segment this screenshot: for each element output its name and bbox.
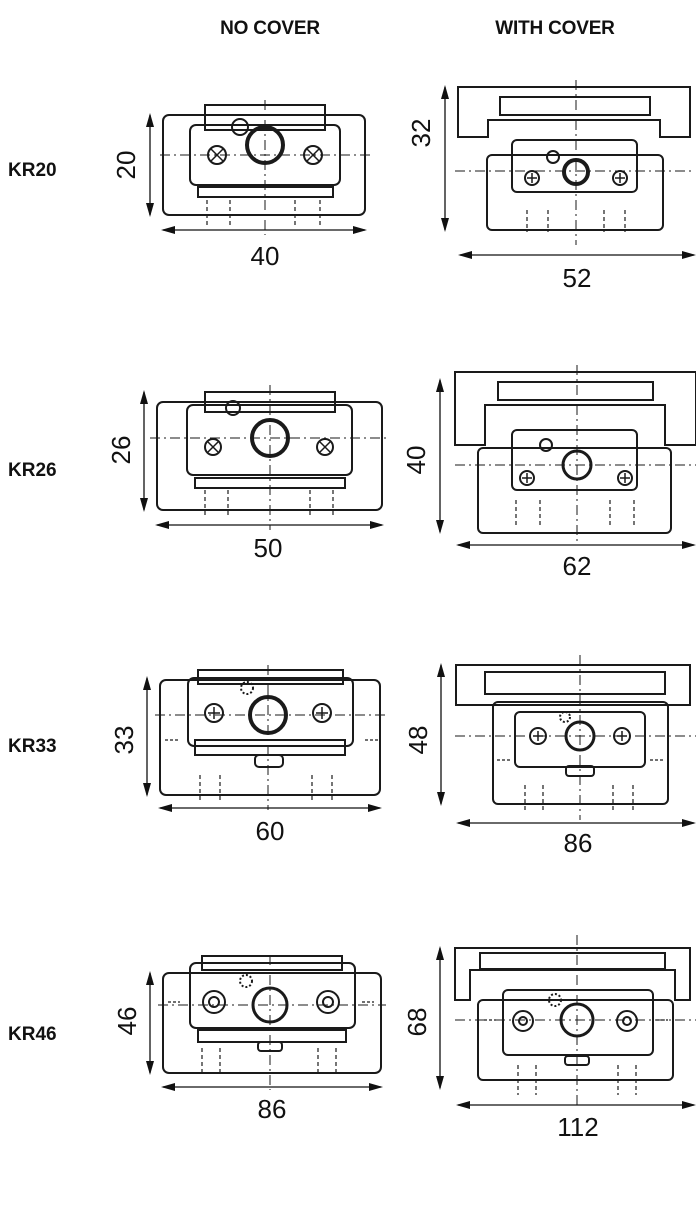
kr46-with-cover-width: 112 xyxy=(557,1112,598,1142)
kr26-with-cover-drawing xyxy=(454,365,696,545)
kr26-no-cover-width: 50 xyxy=(254,533,283,563)
header-with-cover: WITH COVER xyxy=(495,18,615,39)
kr33-no-cover-dimensions xyxy=(143,676,382,812)
kr46-no-cover-height: 46 xyxy=(112,1007,142,1036)
kr33-with-cover-height: 48 xyxy=(403,726,433,755)
kr33-no-cover-width: 60 xyxy=(256,816,285,846)
row-label-kr26: KR26 xyxy=(8,460,57,481)
kr26-with-cover-width: 62 xyxy=(563,551,592,581)
row-label-kr46: KR46 xyxy=(8,1024,57,1045)
row-kr33: 33 60 xyxy=(0,640,696,925)
kr26-with-cover-dimensions xyxy=(436,378,696,549)
kr20-no-cover-dimensions xyxy=(146,113,367,234)
kr33-with-cover-drawing xyxy=(455,655,696,820)
kr20-no-cover-width: 40 xyxy=(251,241,280,271)
kr26-with-cover-height: 40 xyxy=(401,446,431,475)
kr20-with-cover-width: 52 xyxy=(563,263,592,293)
row-kr26: 26 50 40 xyxy=(0,360,696,645)
kr33-no-cover-drawing xyxy=(155,665,385,810)
kr20-with-cover-height: 32 xyxy=(406,119,436,148)
kr33-no-cover-height: 33 xyxy=(109,726,139,755)
kr20-with-cover-dimensions xyxy=(441,85,696,259)
kr46-no-cover-width: 86 xyxy=(258,1094,287,1124)
kr26-no-cover-height: 26 xyxy=(106,436,136,465)
kr46-no-cover-dimensions xyxy=(146,971,383,1091)
row-label-kr20: KR20 xyxy=(8,160,57,181)
header-no-cover: NO COVER xyxy=(220,18,320,39)
row-kr46: 46 86 xyxy=(0,920,696,1205)
row-kr20: 20 40 32 xyxy=(0,75,696,360)
kr26-no-cover-dimensions xyxy=(140,390,384,529)
kr20-with-cover-drawing xyxy=(455,80,695,245)
technical-drawing-page: NO COVER WITH COVER KR20 xyxy=(0,18,696,1142)
kr46-with-cover-height: 68 xyxy=(402,1008,432,1037)
kr46-with-cover-drawing xyxy=(454,935,696,1105)
kr33-with-cover-width: 86 xyxy=(564,828,593,858)
row-label-kr33: KR33 xyxy=(8,736,57,757)
kr46-no-cover-drawing xyxy=(158,955,386,1090)
kr20-no-cover-drawing xyxy=(160,100,370,235)
kr46-with-cover-dimensions xyxy=(436,946,696,1109)
kr20-no-cover-height: 20 xyxy=(111,151,141,180)
kr26-no-cover-drawing xyxy=(150,385,390,530)
kr33-with-cover-dimensions xyxy=(437,663,696,827)
